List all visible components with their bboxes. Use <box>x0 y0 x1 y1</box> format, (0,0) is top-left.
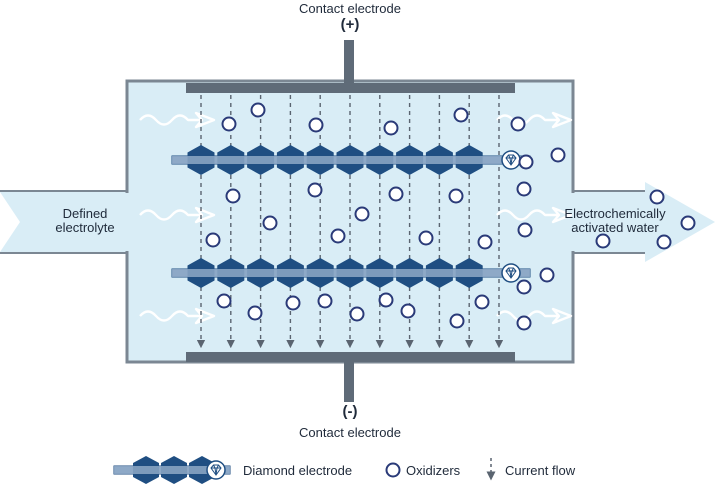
top-electrode-stem <box>344 40 354 83</box>
oxidizer-circle-icon <box>418 230 434 246</box>
oxidizer-circle-icon <box>649 189 665 205</box>
oxidizer-circle-icon <box>216 293 232 309</box>
oxidizer-circle-icon <box>225 188 241 204</box>
bottom-electrode-label: Contact electrode <box>299 425 401 440</box>
oxidizer-circle-icon <box>516 181 532 197</box>
oxidizer-circle-icon <box>205 232 221 248</box>
outlet-label-line2: activated water <box>571 220 659 235</box>
oxidizer-circle-icon <box>510 116 526 132</box>
legend-oxidizer-icon <box>385 462 401 478</box>
top-polarity-sign: (+) <box>340 16 360 33</box>
outlet-opening <box>566 193 580 251</box>
oxidizer-circle-icon <box>307 182 323 198</box>
electrode-rod-overlay <box>172 156 530 164</box>
oxidizer-circle-icon <box>285 295 301 311</box>
bottom-electrode-stem <box>344 362 354 402</box>
diamond-icon <box>501 150 521 170</box>
diamond-electrode <box>171 258 531 288</box>
oxidizer-circle-icon <box>518 154 534 170</box>
oxidizer-circle-icon <box>400 303 416 319</box>
oxidizer-circle-icon <box>221 116 237 132</box>
flow-arrow-icon <box>139 206 216 224</box>
legend-diamond-electrode-label: Diamond electrode <box>243 463 353 478</box>
oxidizer-circle-icon <box>388 186 404 202</box>
oxidizer-circle-icon <box>477 234 493 250</box>
oxidizer-circle-icon <box>330 228 346 244</box>
oxidizer-circle-icon <box>262 215 278 231</box>
flow-arrow-icon <box>139 307 216 325</box>
flow-arrow-icon <box>496 206 573 224</box>
outlet-label-line1: Electrochemically <box>564 206 666 221</box>
oxidizer-circle-icon <box>250 102 266 118</box>
inlet-label-line1: Defined <box>62 206 108 221</box>
inlet-arrow <box>0 192 130 252</box>
oxidizer-circle-icon <box>354 206 370 222</box>
inlet-label-line2: electrolyte <box>55 220 115 235</box>
diamond-icon <box>501 263 521 283</box>
legend-current-flow-label: Current flow <box>505 463 576 478</box>
oxidizer-circle-icon <box>516 279 532 295</box>
flow-arrow-icon <box>496 111 573 129</box>
legend-oxidizers-label: Oxidizers <box>406 463 461 478</box>
diamond-electrode <box>171 145 531 175</box>
flow-arrow-icon <box>139 111 216 129</box>
oxidizer-circle-icon <box>656 234 672 250</box>
oxidizer-circle-icon <box>378 292 394 308</box>
top-electrode-label: Contact electrode <box>299 1 401 16</box>
oxidizer-circle-icon <box>247 305 263 321</box>
oxidizer-circle-icon <box>680 215 696 231</box>
bottom-electrode-plate <box>186 352 515 362</box>
oxidizer-circle-icon <box>449 313 465 329</box>
oxidizer-circle-icon <box>539 267 555 283</box>
oxidizer-circle-icon <box>453 107 469 123</box>
oxidizer-circle-icon <box>516 315 532 331</box>
oxidizer-circle-icon <box>474 294 490 310</box>
oxidizer-circle-icon <box>349 306 365 322</box>
oxidizer-circle-icon <box>550 147 566 163</box>
oxidizer-circle-icon <box>595 233 611 249</box>
diamond-icon <box>206 460 226 480</box>
oxidizer-circle-icon <box>517 222 533 238</box>
top-electrode-plate <box>186 83 515 93</box>
oxidizer-circle-icon <box>317 293 333 309</box>
electrode-rod-overlay <box>172 269 530 277</box>
oxidizer-circle-icon <box>383 120 399 136</box>
oxidizer-circle-icon <box>448 188 464 204</box>
inlet-opening <box>120 193 134 251</box>
bottom-polarity-sign: (-) <box>342 403 358 420</box>
oxidizer-circle-icon <box>308 117 324 133</box>
legend-diamond-electrode-icon <box>113 456 231 484</box>
legend-rod-overlay <box>114 466 230 474</box>
